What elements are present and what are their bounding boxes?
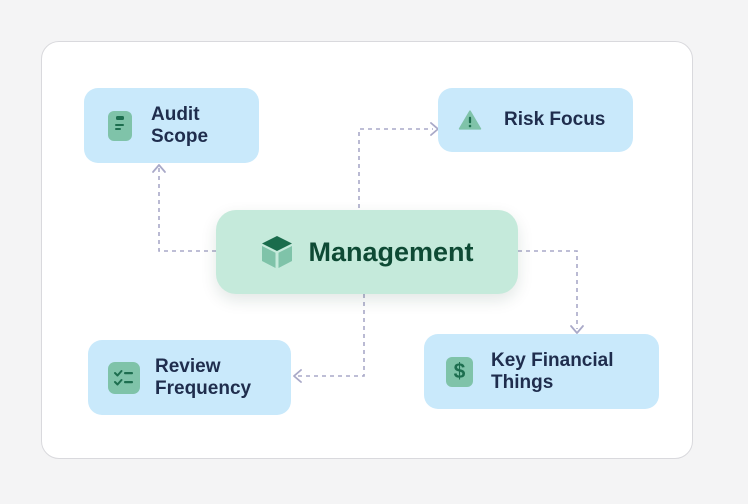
arrowhead-review-frequency [293, 369, 302, 383]
node-review-frequency: Review Frequency [88, 340, 291, 415]
connector-review-frequency [297, 294, 365, 377]
connector-audit-scope [158, 167, 216, 252]
connector-risk-focus [358, 128, 433, 208]
checklist-icon [108, 361, 140, 394]
node-risk-focus: Risk Focus [438, 88, 633, 152]
cube-icon [260, 234, 294, 270]
node-key-financial-things: $ Key Financial Things [424, 334, 659, 409]
warning-triangle-icon [458, 105, 482, 135]
dollar-icon: $ [446, 356, 473, 387]
center-label: Management [308, 236, 474, 267]
node-label: Review Frequency [155, 355, 252, 399]
node-audit-scope: Audit Scope [84, 88, 259, 163]
node-label: Audit Scope [151, 103, 209, 147]
node-label: Key Financial Things [491, 349, 614, 393]
arrowhead-key-financial [570, 325, 584, 334]
node-management: Management [216, 210, 518, 294]
clipboard-icon [108, 110, 132, 141]
connector-key-financial [518, 250, 578, 329]
arrowhead-audit-scope [152, 164, 166, 173]
node-label: Risk Focus [504, 109, 606, 130]
